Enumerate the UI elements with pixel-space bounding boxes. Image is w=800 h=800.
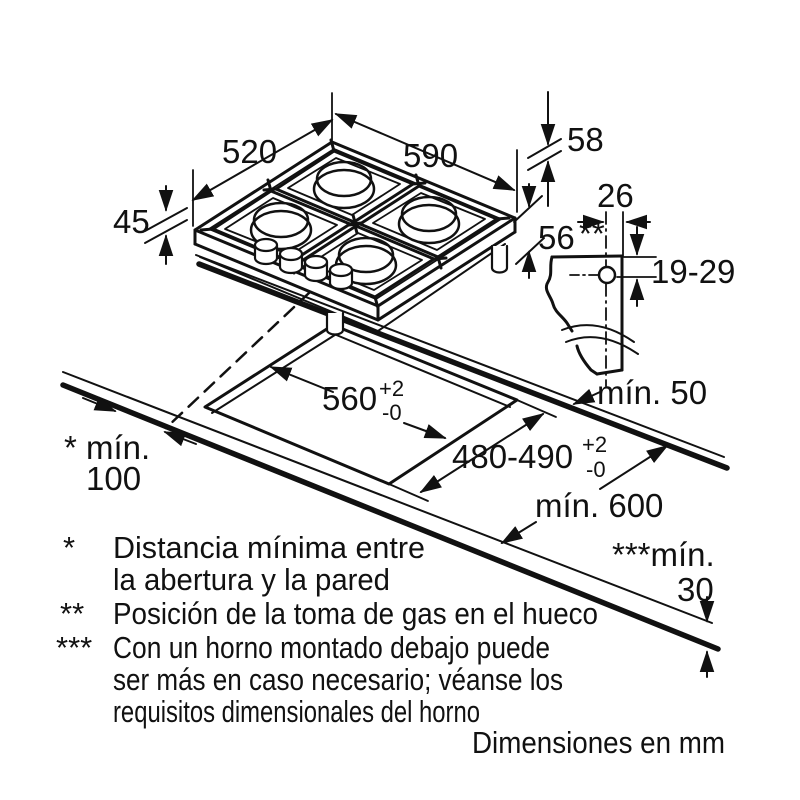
footnote-1-line-2: la abertura y la pared (113, 562, 390, 597)
gas-marker-label: ** (579, 215, 605, 252)
footnote-3-line-2: ser más en caso necesario; véanse los (113, 662, 563, 697)
dim-min-rear-label: mín. 50 (597, 374, 707, 411)
dim-min-thickness-label-1: ***mín. (612, 536, 715, 573)
dim-depth-label: 520 (222, 133, 277, 170)
footnotes: * Distancia mínima entre la abertura y l… (56, 530, 598, 729)
dim-cutout-depth-label: 480-490 +2 -0 (452, 432, 612, 482)
dim-gas-range-label: 19-29 (651, 253, 735, 290)
footnote-3-line-1: Con un horno montado debajo puede (113, 630, 550, 665)
break-line-upper (561, 324, 635, 343)
hob-foot (325, 311, 345, 336)
units-caption: Dimensiones en mm (472, 725, 725, 760)
burner-right (397, 195, 461, 245)
cutout-inner-edge-right (333, 333, 511, 408)
footnote-marker-2: ** (60, 596, 84, 631)
cutout-inner-edge-left (211, 332, 339, 414)
counter-front-edge-thin (62, 371, 713, 624)
counter-dimensions: mín. 50 560 +2 -0 480-490 +2 -0 * mín. 1… (64, 366, 715, 678)
control-knobs (253, 237, 354, 291)
break-line-lower (565, 336, 639, 355)
footnote-2-line-1: Posición de la toma de gas en el hueco (113, 596, 598, 631)
dim-min-wall-label-2: 100 (86, 460, 141, 497)
dim-height-total-label: 58 (567, 121, 604, 158)
dim-height-body-label: 45 (113, 203, 150, 240)
dim-width-label: 590 (403, 137, 458, 174)
dim-min-thickness-label-2: 30 (677, 571, 714, 608)
burner-back (312, 160, 376, 210)
gas-connection-point (597, 265, 617, 285)
footnote-marker-3: *** (56, 630, 92, 665)
gas-pipe (490, 244, 509, 274)
dim-min-wall-label-1: * mín. (64, 429, 150, 466)
counter-back-edge-thick (196, 261, 730, 471)
hob-front-right-face (378, 218, 515, 320)
footnote-marker-1: * (63, 530, 75, 565)
counter-front-edge-thick (60, 382, 721, 652)
footnote-3-line-3: requisitos dimensionales del horno (113, 694, 480, 729)
dim-cutout-width-label: 560 +2 -0 (322, 376, 409, 425)
hob-dimensions: 520 590 58 45 56 (113, 91, 604, 279)
gas-connection-detail: 26 ** 19-29 (544, 177, 735, 387)
dim-gas-offset-label: 26 (597, 177, 634, 214)
dim-height-right-label: 56 (538, 219, 575, 256)
footnote-1-line-1: Distancia mínima entre (113, 530, 425, 565)
dim-min-depth-label: mín. 600 (535, 487, 663, 524)
hob-front-left-face (195, 230, 378, 320)
hob-shadow-line (199, 243, 506, 332)
projection-dashed-line (164, 290, 312, 430)
counter-back-edge-thin (195, 254, 725, 458)
